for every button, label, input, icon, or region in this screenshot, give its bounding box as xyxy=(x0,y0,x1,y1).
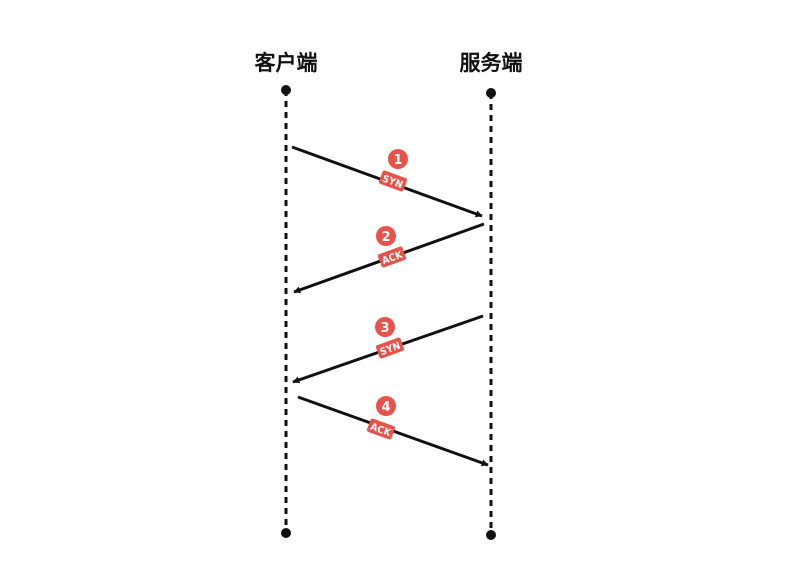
step-2-badge xyxy=(376,226,396,246)
message-4-label-bg xyxy=(366,418,396,440)
server-lifeline-end-dot xyxy=(486,530,496,540)
message-2-label: ACK xyxy=(381,249,405,267)
message-3-label-bg xyxy=(375,337,405,359)
step-3-number: 3 xyxy=(380,321,389,336)
message-3: 3 SYN xyxy=(292,314,484,384)
message-4-label: ACK xyxy=(369,422,393,440)
step-1-number: 1 xyxy=(393,153,402,168)
message-2: 2 ACK xyxy=(293,222,485,294)
message-3-label: SYN xyxy=(379,341,403,359)
message-1: 1 SYN xyxy=(291,145,483,218)
message-4: 4 ACK xyxy=(297,395,489,467)
step-3-badge xyxy=(375,317,395,337)
step-2-number: 2 xyxy=(381,230,390,245)
message-1-label: SYN xyxy=(381,174,405,192)
client-lifeline-end-dot xyxy=(281,528,291,538)
client-lane-title: 客户端 xyxy=(255,51,318,75)
message-2-label-bg xyxy=(377,246,407,268)
message-1-label-bg xyxy=(378,170,408,192)
step-4-badge xyxy=(376,396,396,416)
client-lifeline-start-dot xyxy=(281,85,291,95)
step-1-badge xyxy=(388,149,408,169)
step-4-number: 4 xyxy=(381,400,390,415)
client-lifeline xyxy=(281,85,291,538)
server-lane-title: 服务端 xyxy=(460,51,523,75)
server-lifeline xyxy=(486,88,496,540)
server-lifeline-start-dot xyxy=(486,88,496,98)
